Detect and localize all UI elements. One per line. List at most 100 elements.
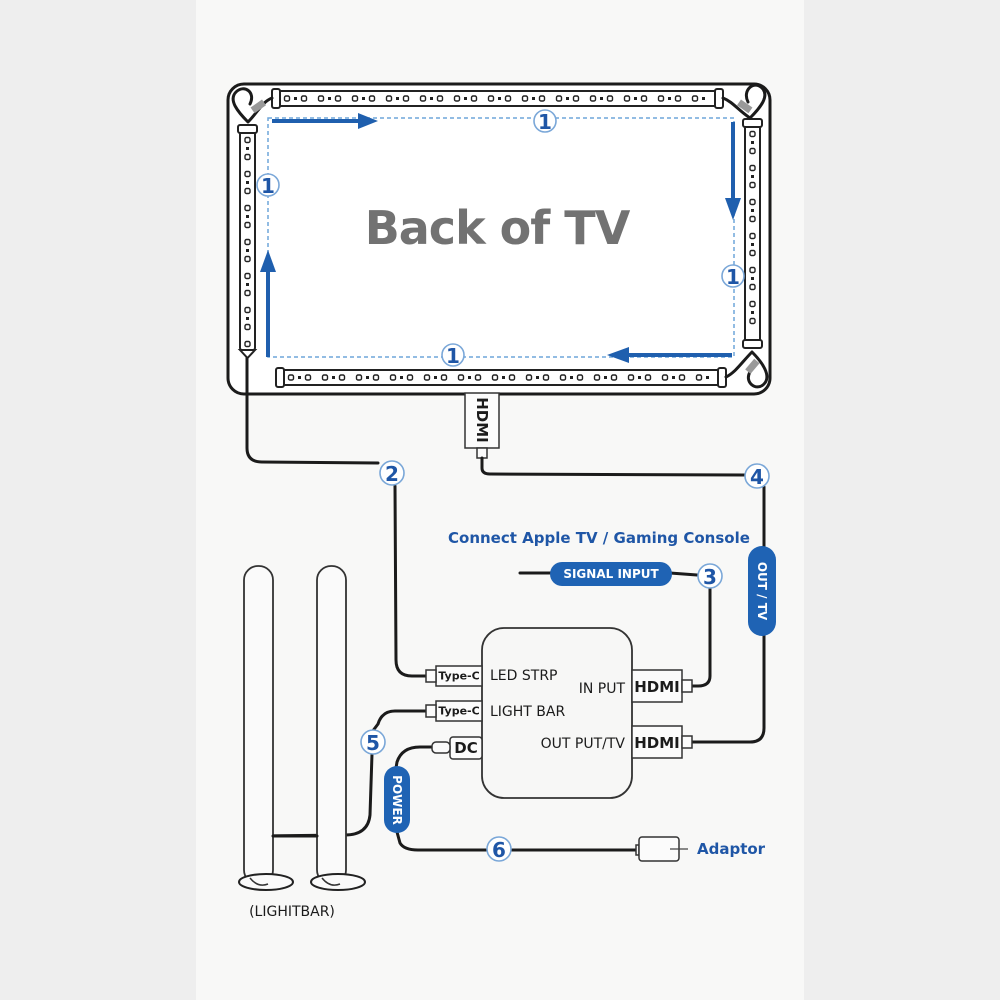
lightbar-label: (LIGHITBAR) <box>249 904 335 920</box>
svg-text:5: 5 <box>366 731 380 755</box>
power-cable-upper <box>394 745 434 770</box>
led-dot <box>678 374 686 381</box>
led-dot <box>351 95 359 102</box>
led-dot <box>576 374 584 381</box>
led-dot <box>300 95 308 102</box>
led-dot <box>244 170 251 178</box>
svg-text:6: 6 <box>492 838 506 862</box>
led-dot <box>749 215 756 223</box>
led-dot <box>498 97 501 100</box>
led-dot <box>430 97 433 100</box>
led-dot <box>366 376 369 379</box>
step-badge-4: 4 <box>744 463 770 489</box>
signal-input-cable-right <box>668 571 699 577</box>
power-cable-lower <box>395 830 488 852</box>
led-dot <box>751 277 754 280</box>
out-tv-pill: OUT / TV <box>748 546 776 636</box>
led-dot <box>246 249 249 252</box>
led-dot <box>338 374 346 381</box>
led-dot <box>470 95 478 102</box>
svg-text:OUT / TV: OUT / TV <box>755 562 769 621</box>
svg-text:1: 1 <box>538 110 552 134</box>
led-dot <box>244 306 251 314</box>
led-dot <box>385 95 393 102</box>
led-dot <box>555 95 563 102</box>
led-dot <box>751 209 754 212</box>
led-dot <box>317 95 325 102</box>
port-hdmi-output: HDMI <box>631 725 693 759</box>
led-dot <box>436 95 444 102</box>
led-dot <box>532 97 535 100</box>
output-tv-port-label: OUT PUT/TV <box>541 736 626 752</box>
led-dot <box>702 97 705 100</box>
light-bar-cable-upper <box>370 709 430 734</box>
led-dot <box>246 181 249 184</box>
led-dot <box>434 376 437 379</box>
svg-text:Type-C: Type-C <box>438 705 479 718</box>
led-strip-cable-to-box <box>393 484 430 678</box>
led-dot <box>706 376 709 379</box>
led-dot <box>751 141 754 144</box>
led-dot <box>751 175 754 178</box>
led-dot <box>749 300 756 308</box>
led-dot <box>244 187 251 195</box>
port-dc: DC <box>431 736 483 760</box>
led-dot <box>749 164 756 172</box>
led-dot <box>355 374 363 381</box>
step-badge-1-left: 1 <box>256 173 280 198</box>
led-dot <box>525 374 533 381</box>
svg-text:POWER: POWER <box>390 775 404 825</box>
led-dot <box>321 374 329 381</box>
svg-text:SIGNAL INPUT: SIGNAL INPUT <box>563 567 659 581</box>
step-badge-6: 6 <box>486 836 512 862</box>
led-dot <box>400 376 403 379</box>
led-dot <box>640 95 648 102</box>
led-dot <box>600 97 603 100</box>
led-dot <box>244 136 251 144</box>
led-dot <box>749 181 756 189</box>
step-badge-1-bottom: 1 <box>441 343 465 368</box>
led-dot <box>749 130 756 138</box>
led-dot <box>406 374 414 381</box>
svg-text:1: 1 <box>726 265 740 289</box>
led-dot <box>657 95 665 102</box>
led-dot <box>453 95 461 102</box>
step-badge-1-right: 1 <box>721 264 745 289</box>
led-dot <box>606 95 614 102</box>
led-dot <box>634 97 637 100</box>
led-dot <box>244 221 251 229</box>
led-strip-left <box>237 124 258 360</box>
arrow-right-top <box>272 113 378 129</box>
led-dot <box>246 215 249 218</box>
led-dot <box>244 238 251 246</box>
port-hdmi-input: HDMI <box>631 669 693 703</box>
led-dot <box>396 97 399 100</box>
led-dot <box>244 153 251 161</box>
led-dot <box>559 374 567 381</box>
led-dot <box>244 255 251 263</box>
led-dot <box>246 147 249 150</box>
led-dot <box>244 289 251 297</box>
led-dot <box>570 376 573 379</box>
led-dot <box>572 95 580 102</box>
led-strip-right <box>742 118 763 349</box>
led-dot <box>751 243 754 246</box>
tv-hdmi-connector: HDMI <box>464 392 500 459</box>
port-type-c-light-bar: Type-C <box>425 700 483 722</box>
signal-input-pill: SIGNAL INPUT <box>550 562 672 586</box>
led-dot <box>593 374 601 381</box>
arrow-down-right <box>725 122 741 220</box>
led-dot <box>287 374 295 381</box>
led-dot <box>402 95 410 102</box>
led-dot <box>749 266 756 274</box>
led-dot <box>749 317 756 325</box>
led-dot <box>328 97 331 100</box>
light-bar-right <box>310 565 366 891</box>
led-dot <box>246 317 249 320</box>
led-dot <box>468 376 471 379</box>
led-dot <box>638 376 641 379</box>
svg-text:4: 4 <box>750 465 764 489</box>
led-dot <box>749 283 756 291</box>
led-dot <box>334 95 342 102</box>
led-dot <box>298 376 301 379</box>
